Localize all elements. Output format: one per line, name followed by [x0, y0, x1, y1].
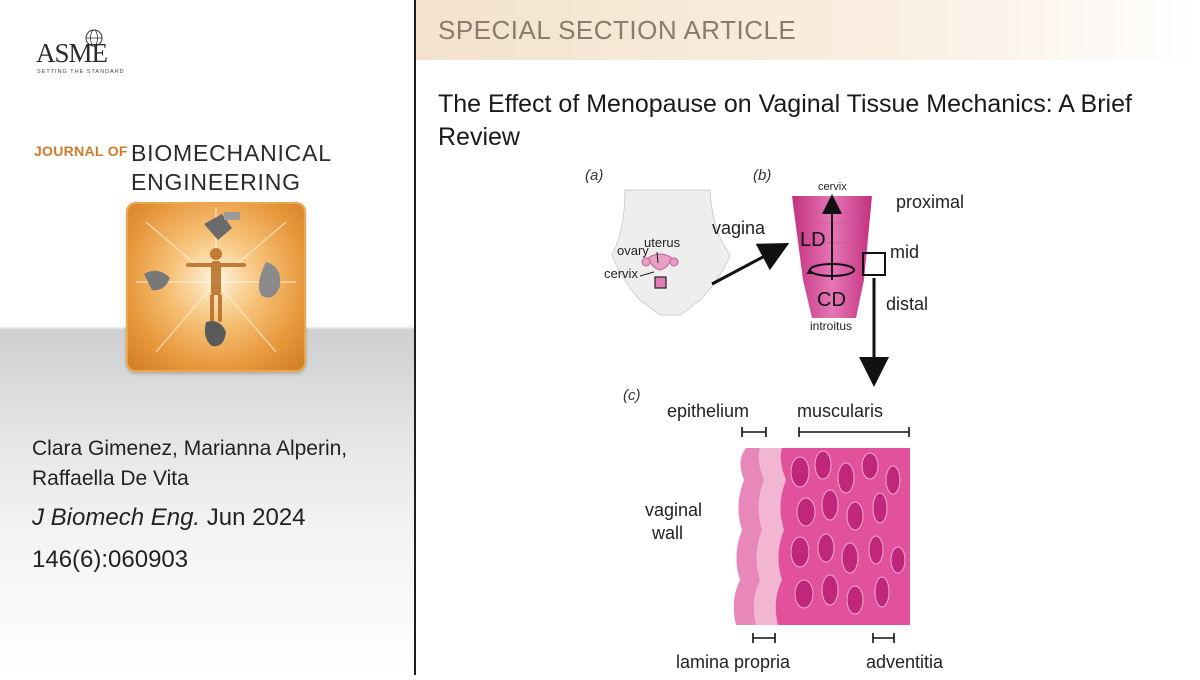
volume-issue: 146(6):060903	[32, 546, 189, 573]
label-distal: distal	[886, 294, 928, 314]
label-vaginal-wall-2: wall	[651, 523, 683, 543]
label-mid: mid	[890, 242, 919, 262]
pelvis-illustration	[611, 189, 731, 316]
panel-divider	[414, 0, 416, 675]
bone-scan-icon	[204, 321, 226, 347]
article-citation: J Biomech Eng. Jun 2024	[32, 504, 306, 532]
label-uterus: uterus	[644, 235, 681, 250]
globe-icon	[85, 29, 103, 47]
arrow-a-to-b	[711, 242, 790, 286]
article-figure: (a) ovary uterus cervix vagina (b) cervi…	[560, 160, 1000, 675]
joint-implant-icon	[144, 270, 170, 291]
section-banner: SPECIAL SECTION ARTICLE	[416, 0, 1200, 60]
article-title: The Effect of Menopause on Vaginal Tissu…	[438, 90, 1132, 151]
label-vagina: vagina	[712, 218, 766, 238]
label-ovary: ovary	[617, 243, 649, 258]
label-epithelium: epithelium	[667, 401, 749, 421]
label-muscularis: muscularis	[797, 401, 883, 421]
article-authors: Clara Gimenez, Marianna Alperin, Raffael…	[32, 437, 348, 490]
journal-prefix: JOURNAL OF	[34, 143, 128, 159]
panel-a-label: (a)	[585, 167, 603, 184]
label-cervix-b: cervix	[818, 181, 847, 193]
prosthetic-part-icon	[204, 212, 240, 240]
label-introitus: introitus	[810, 319, 852, 333]
mid-box	[862, 252, 886, 276]
label-proximal: proximal	[896, 192, 964, 212]
journal-name: BIOMECHANICAL ENGINEERING	[131, 139, 332, 197]
label-ld: LD	[800, 229, 826, 251]
asme-logo: ASME SETTING THE STANDARD	[34, 28, 126, 80]
journal-cover-panel: ASME SETTING THE STANDARD JOURNAL OF BIO…	[0, 0, 414, 675]
section-label: SPECIAL SECTION ARTICLE	[438, 15, 797, 45]
tissue-cross-section	[733, 448, 910, 625]
journal-cover-image	[126, 202, 306, 372]
label-adventitia: adventitia	[866, 652, 944, 672]
publication-date: Jun 2024	[206, 504, 306, 531]
cover-illustration	[136, 207, 296, 353]
label-lamina-propria: lamina propria	[676, 652, 791, 672]
journal-name-line1: BIOMECHANICAL	[131, 140, 332, 166]
asme-tagline: SETTING THE STANDARD	[37, 69, 125, 75]
asme-logo-text: ASME	[36, 38, 108, 68]
label-vaginal-wall-1: vaginal	[645, 500, 702, 520]
journal-name-line2: ENGINEERING	[131, 169, 301, 195]
panel-c-label: (c)	[623, 387, 641, 404]
journal-abbreviation: J Biomech Eng.	[32, 504, 201, 531]
human-figure-icon	[186, 248, 246, 322]
panel-b-label: (b)	[753, 167, 771, 184]
hand-model-icon	[258, 262, 281, 298]
label-cd: CD	[817, 289, 846, 311]
label-cervix-a: cervix	[604, 266, 638, 281]
